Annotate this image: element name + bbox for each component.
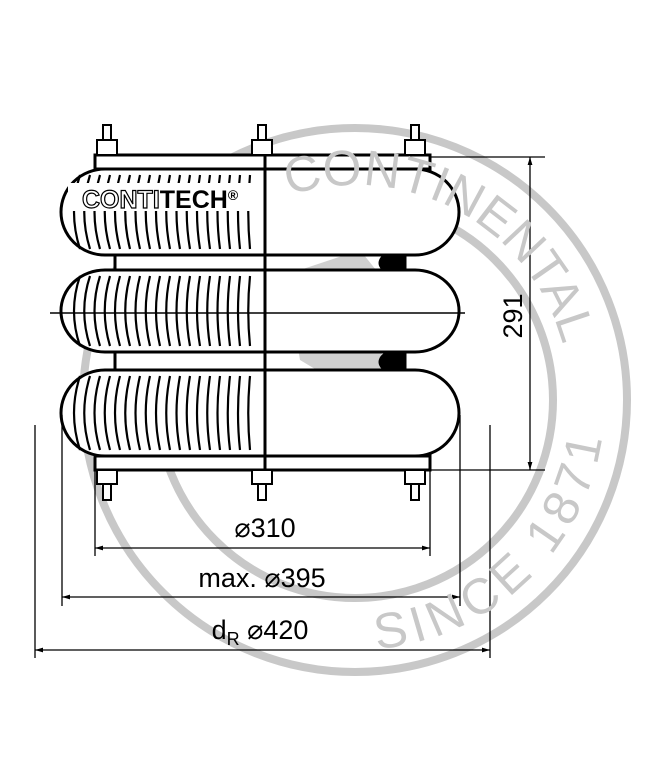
- rib-line: [124, 275, 132, 347]
- rib-line: [185, 174, 192, 250]
- rib-line: [83, 174, 92, 250]
- rib-line: [72, 375, 82, 451]
- rib-line: [83, 275, 92, 347]
- rib-line: [195, 275, 202, 347]
- rib-line: [154, 275, 162, 347]
- rib-line: [72, 275, 82, 347]
- rib-line: [154, 375, 162, 451]
- rib-line: [185, 275, 192, 347]
- rib-line: [134, 174, 142, 250]
- rib-line: [93, 275, 102, 347]
- rib-line: [144, 174, 152, 250]
- rib-line: [103, 375, 112, 451]
- rib-line: [206, 174, 212, 250]
- rib-line: [93, 375, 102, 451]
- rib-line: [195, 375, 202, 451]
- bellows: CONTITECH®: [50, 124, 465, 501]
- bottom-plate: [93, 454, 267, 472]
- plate-diameter-dimension: ⌀310: [234, 513, 295, 543]
- rib-line: [226, 174, 232, 250]
- rib-line: [236, 375, 242, 451]
- rib-line: [236, 275, 242, 347]
- rib-line: [185, 375, 192, 451]
- rib-line: [216, 174, 222, 250]
- rib-line: [144, 375, 152, 451]
- rib-line: [93, 174, 102, 250]
- rib-line: [124, 174, 132, 250]
- rib-line: [206, 375, 212, 451]
- top-plate: [93, 153, 267, 171]
- rib-line: [113, 375, 122, 451]
- dimension-lines: [34, 156, 545, 658]
- rib-line: [247, 275, 252, 347]
- rib-line: [247, 375, 252, 451]
- rib-line: [195, 174, 202, 250]
- rib-line: [175, 375, 182, 451]
- rib-line: [165, 275, 172, 347]
- rib-line: [175, 174, 182, 250]
- rib-line: [165, 375, 172, 451]
- rib-line: [206, 275, 212, 347]
- rib-line: [165, 174, 172, 250]
- rib-line: [103, 174, 112, 250]
- logo: CONTITECH®: [82, 186, 239, 214]
- rib-line: [134, 275, 142, 347]
- rib-line: [236, 174, 242, 250]
- rib-line: [216, 275, 222, 347]
- rib-line: [154, 174, 162, 250]
- rib-line: [216, 375, 222, 451]
- rib-line: [124, 375, 132, 451]
- rib-line: [72, 174, 82, 250]
- rib-line: [113, 275, 122, 347]
- max-diameter-dimension: max. ⌀395: [198, 563, 325, 593]
- rib-line: [83, 375, 92, 451]
- girdle-ring: [113, 350, 267, 372]
- rib-line: [144, 275, 152, 347]
- bolts: [96, 124, 426, 501]
- rib-line: [175, 275, 182, 347]
- dr-diameter-dimension: dR ⌀420: [212, 615, 309, 649]
- rib-line: [103, 275, 112, 347]
- rib-line: [113, 174, 122, 250]
- rib-line: [226, 275, 232, 347]
- height-dimension: 291: [498, 293, 528, 338]
- rib-line: [134, 375, 142, 451]
- rib-line: [247, 174, 252, 250]
- rib-line: [226, 375, 232, 451]
